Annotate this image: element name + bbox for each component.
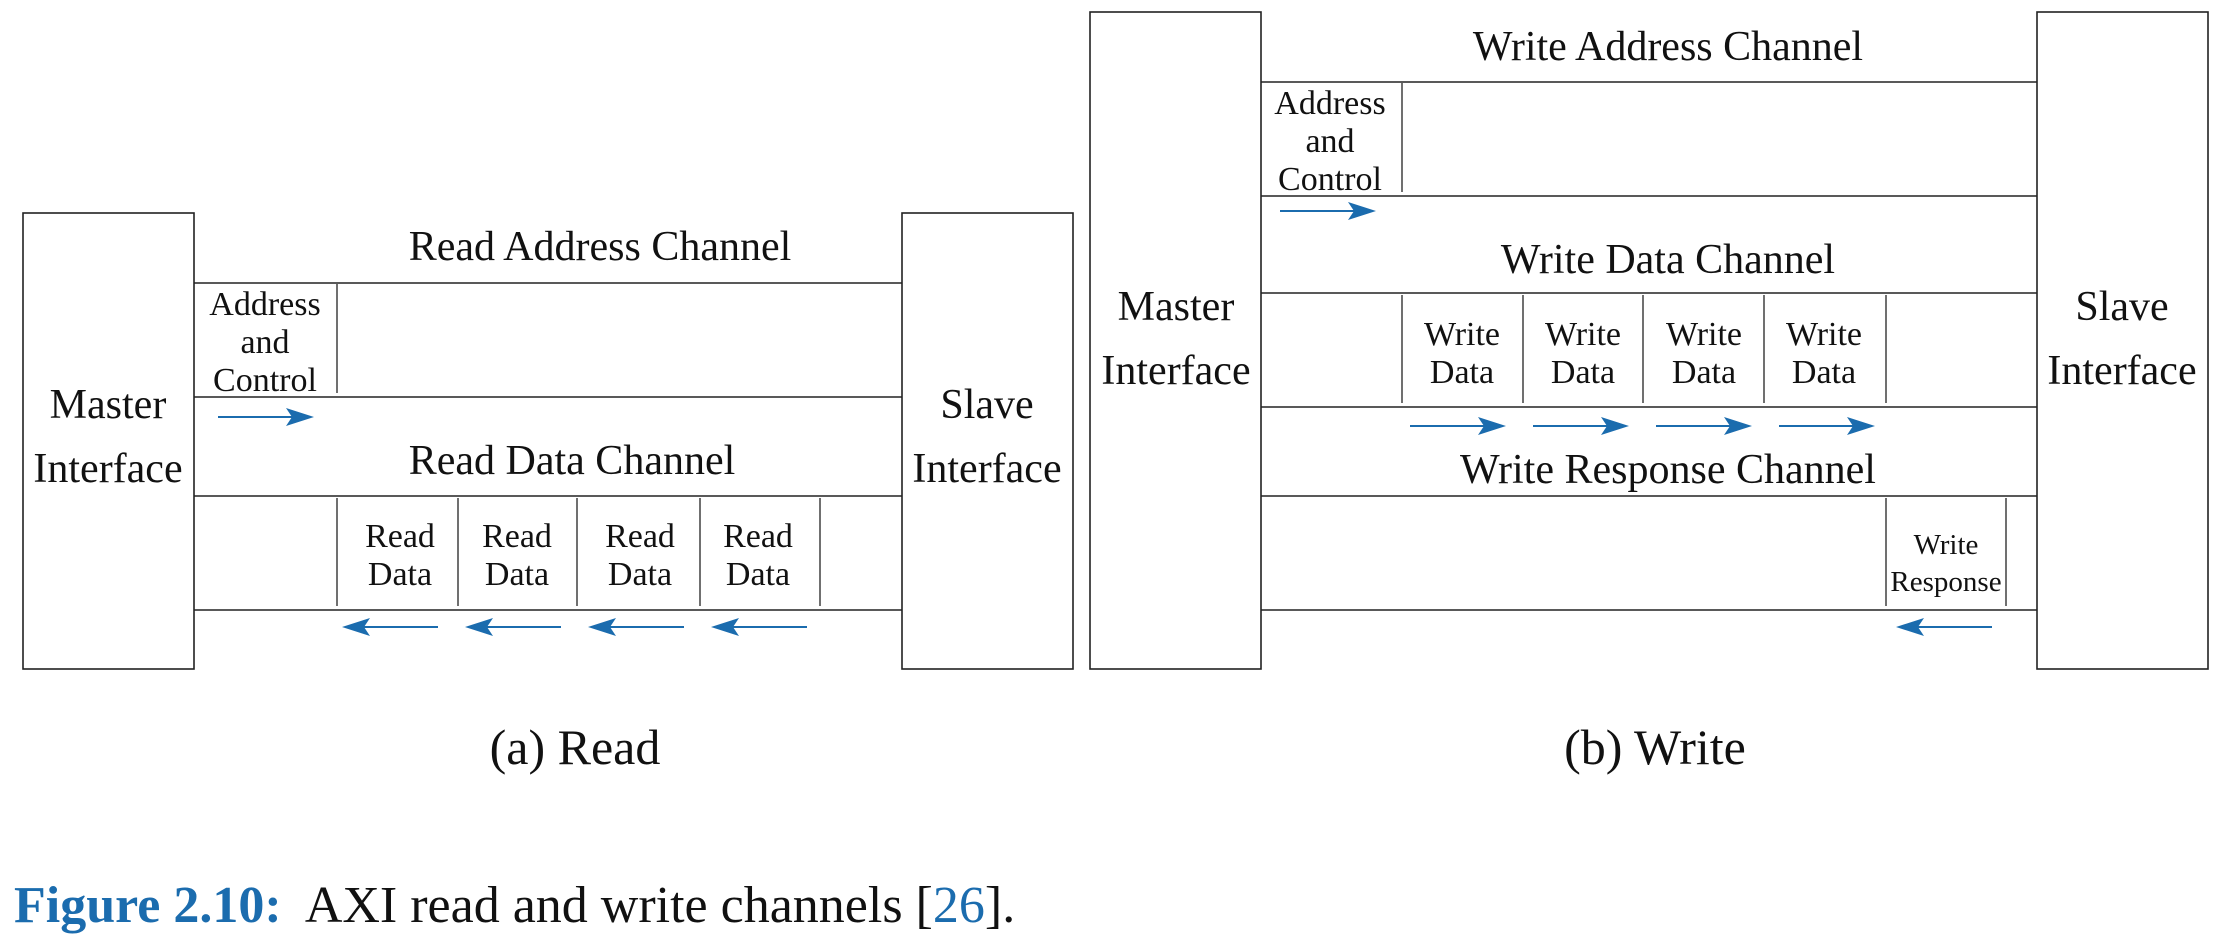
read-data-arrow-3 [588, 618, 684, 636]
read-data-block-3: Read Data [605, 518, 675, 593]
write-data-block-2-line-1: Write [1545, 316, 1621, 353]
read-diagram: Master Interface Slave Interface Read Ad… [22, 212, 1074, 775]
read-master-label-1: Master [50, 382, 167, 428]
write-master-box [1089, 11, 1262, 670]
write-data-block-2: Write Data [1545, 316, 1621, 391]
read-address-channel-label: Read Address Channel [409, 224, 792, 270]
write-data-block-1-line-1: Write [1424, 316, 1500, 353]
figure-caption-end: ]. [984, 877, 1016, 934]
read-data-block-1-line-2: Data [368, 556, 432, 593]
write-response-block-line-2: Response [1890, 566, 2001, 598]
write-address-channel-label: Write Address Channel [1473, 24, 1863, 70]
read-data-block-3-line-2: Data [608, 556, 672, 593]
read-data-block-3-line-1: Read [605, 518, 675, 555]
write-data-block-3-line-2: Data [1672, 354, 1736, 391]
read-address-arrow [218, 408, 314, 426]
write-response-arrow [1896, 618, 1992, 636]
read-slave-box [901, 212, 1074, 670]
read-data-block-4-line-2: Data [726, 556, 790, 593]
write-address-arrow [1280, 202, 1376, 220]
read-address-block-line-3: Control [213, 362, 317, 399]
read-subcaption: (a) Read [490, 719, 661, 775]
write-data-arrow-4 [1779, 417, 1875, 435]
read-data-block-2-line-1: Read [482, 518, 552, 555]
write-slave-label-1: Slave [2075, 284, 2168, 330]
read-data-arrow-4 [711, 618, 807, 636]
write-response-block-line-1: Write [1914, 529, 1979, 561]
read-data-block-2: Read Data [482, 518, 552, 593]
figure-number: Figure 2.10: [14, 877, 282, 934]
read-address-block-line-2: and [240, 324, 289, 361]
write-data-arrow-2 [1533, 417, 1629, 435]
write-data-block-4: Write Data [1786, 316, 1862, 391]
read-data-arrow-2 [465, 618, 561, 636]
write-master-label-2: Interface [1101, 348, 1250, 394]
write-data-block-1: Write Data [1424, 316, 1500, 391]
write-address-block-line-3: Control [1278, 161, 1382, 198]
figure-citation-link[interactable]: 26 [932, 877, 985, 934]
write-slave-label-2: Interface [2047, 348, 2196, 394]
read-master-box [22, 212, 195, 670]
figure-caption-text: AXI read and write channels [ [304, 877, 933, 934]
write-data-block-4-line-2: Data [1792, 354, 1856, 391]
read-data-block-2-line-2: Data [485, 556, 549, 593]
read-address-block-line-1: Address [209, 286, 320, 323]
figure-caption: Figure 2.10: AXI read and write channels… [14, 876, 1015, 935]
read-slave-label-1: Slave [940, 382, 1033, 428]
write-data-block-1-line-2: Data [1430, 354, 1494, 391]
read-data-block-1-line-1: Read [365, 518, 435, 555]
write-response-channel-label: Write Response Channel [1460, 447, 1876, 493]
write-master-label-1: Master [1118, 284, 1235, 330]
write-data-block-4-line-1: Write [1786, 316, 1862, 353]
write-address-block-line-2: and [1305, 123, 1354, 160]
write-response-block: Write Response [1890, 529, 2001, 598]
read-master-label-2: Interface [33, 446, 182, 492]
write-diagram: Master Interface Slave Interface Write A… [1089, 11, 2209, 775]
write-data-block-3: Write Data [1666, 316, 1742, 391]
write-data-block-3-line-1: Write [1666, 316, 1742, 353]
write-data-arrow-3 [1656, 417, 1752, 435]
read-data-channel-label: Read Data Channel [409, 438, 736, 484]
read-data-arrow-1 [342, 618, 438, 636]
write-slave-box [2036, 11, 2209, 670]
write-data-block-2-line-2: Data [1551, 354, 1615, 391]
write-data-arrow-1 [1410, 417, 1506, 435]
write-subcaption: (b) Write [1564, 719, 1746, 775]
read-data-block-4: Read Data [723, 518, 793, 593]
read-data-block-4-line-1: Read [723, 518, 793, 555]
write-address-block-line-1: Address [1274, 85, 1385, 122]
read-slave-label-2: Interface [912, 446, 1061, 492]
write-data-channel-label: Write Data Channel [1501, 237, 1835, 283]
read-data-block-1: Read Data [365, 518, 435, 593]
